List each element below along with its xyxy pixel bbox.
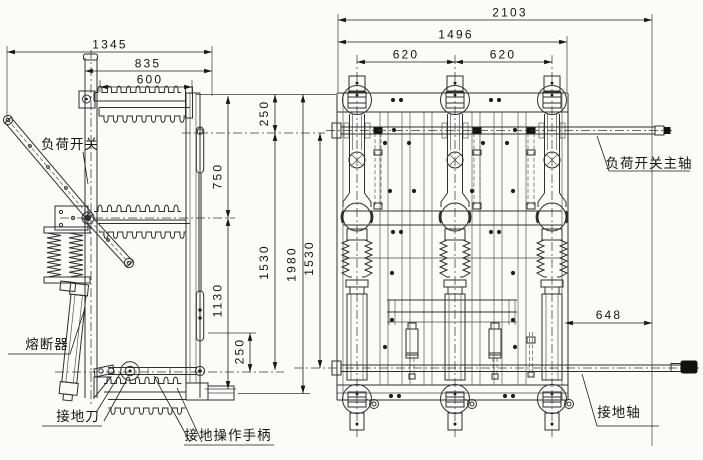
- middle-insulator: [94, 204, 190, 239]
- dim-side-bottom-offset: 250: [233, 338, 247, 365]
- label-main-shaft: 负荷开关主轴: [606, 156, 693, 171]
- load-switch-main-shaft: [326, 122, 672, 139]
- label-earthing-knife: 接地刀: [56, 408, 100, 424]
- dim-front-pole-pitch-left: 620: [393, 48, 420, 62]
- dim-side-insulator-length: 600: [137, 73, 164, 87]
- dim-side-overall-width: 1345: [92, 38, 128, 52]
- dim-side-upper-width: 835: [135, 57, 162, 71]
- earthing-operating-rod: [107, 361, 197, 381]
- operating-lever-lower: [82, 212, 135, 269]
- side-view-structure: [2, 50, 235, 415]
- side-view: [2, 50, 235, 415]
- label-fuse: 熔断器: [25, 337, 69, 352]
- earthing-knife-part: [93, 364, 115, 400]
- upper-insulator: [93, 85, 190, 123]
- dimensions: 1345 835 600 250 750 1530 1130 250 2103 …: [7, 6, 652, 394]
- dim-side-top-offset: 250: [257, 100, 271, 127]
- dim-front-frame-width: 1496: [438, 28, 474, 42]
- bolt-dots: [382, 97, 518, 399]
- label-earthing-handle: 接地操作手柄: [185, 427, 272, 443]
- dim-front-shaft-span: 1530: [302, 240, 316, 276]
- dim-front-frame-height: 1980: [285, 246, 299, 282]
- vertical-operating-rod: [194, 126, 206, 377]
- operating-lever-upper: [2, 114, 94, 221]
- front-view: [294, 53, 700, 439]
- dim-front-shaft-overhang: 648: [596, 308, 623, 322]
- dim-front-pole-pitch-right: 620: [490, 48, 517, 62]
- earthing-shaft-part: [294, 360, 700, 376]
- dim-side-shaft-span: 1530: [257, 244, 271, 280]
- spring-assembly: [43, 226, 91, 284]
- labels: 负荷开关 熔断器 接地刀 接地操作手柄 负荷开关主轴 接地轴: [8, 135, 693, 446]
- dim-side-upper-phase: 750: [211, 163, 225, 190]
- label-load-switch: 负荷开关: [41, 137, 99, 152]
- front-view-frame: [336, 92, 569, 401]
- label-earthing-shaft: 接地轴: [597, 404, 641, 420]
- dim-side-lower-phase: 1130: [211, 283, 225, 318]
- lower-insulator: [104, 376, 186, 415]
- dim-front-overall-width: 2103: [492, 6, 528, 20]
- fuse-tube: [58, 280, 90, 402]
- pull-rods: [373, 126, 536, 380]
